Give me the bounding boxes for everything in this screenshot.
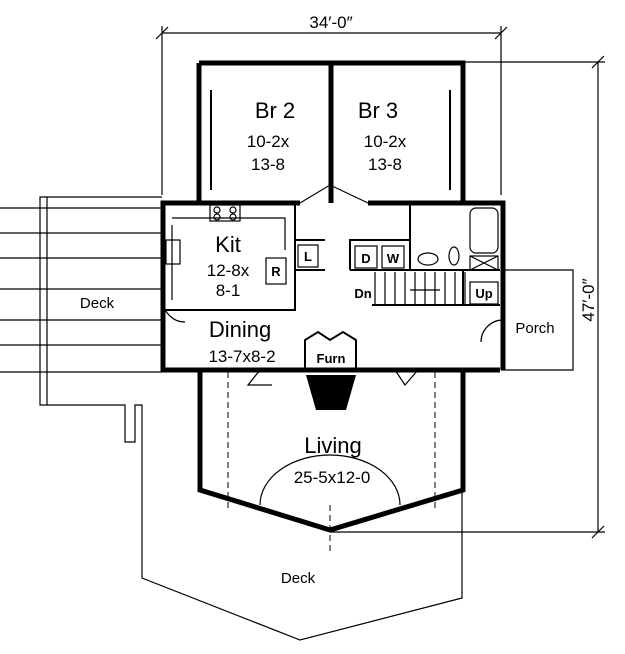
room-dining: Dining 13-7x8-2 <box>208 317 275 366</box>
dryer-label: D <box>361 251 370 266</box>
br2-dim1: 10-2x <box>247 132 290 151</box>
depth-label: 47′-0″ <box>579 278 598 321</box>
br3-dim1: 10-2x <box>364 132 407 151</box>
br2-dim2: 13-8 <box>251 155 285 174</box>
dining-name: Dining <box>209 317 271 342</box>
porch-label: Porch <box>515 320 554 337</box>
depth-dimension: 47′-0″ <box>330 55 605 539</box>
kitchen-name: Kit <box>215 232 241 257</box>
washer-label: W <box>387 251 400 266</box>
br2-name: Br 2 <box>255 98 295 123</box>
kitchen-dim2: 8-1 <box>216 281 241 300</box>
stair-down-label: Dn <box>354 286 371 301</box>
width-label: 34′-0″ <box>309 13 352 32</box>
deck-outlines <box>0 196 574 641</box>
deck-left-label: Deck <box>80 295 115 312</box>
room-br2: Br 2 10-2x 13-8 <box>247 98 295 174</box>
stair-up-label: Up <box>475 286 492 301</box>
furnace-label: Furn <box>317 351 346 366</box>
kitchen-dim1: 12-8x <box>207 261 250 280</box>
living-dim1: 25-5x12-0 <box>294 468 371 487</box>
dining-dim1: 13-7x8-2 <box>208 347 275 366</box>
room-kitchen: Kit 12-8x 8-1 <box>207 232 250 300</box>
deck-bottom-label: Deck <box>281 570 316 587</box>
br3-dim2: 13-8 <box>368 155 402 174</box>
interior-walls <box>162 90 504 555</box>
br3-name: Br 3 <box>358 98 398 123</box>
room-living: Living 25-5x12-0 <box>294 433 371 487</box>
living-name: Living <box>304 433 361 458</box>
width-dimension: 34′-0″ <box>155 13 508 195</box>
laundry-label: L <box>304 249 312 264</box>
fixtures: L R D W Dn Up Furn <box>265 244 499 366</box>
exterior-walls <box>160 60 506 533</box>
room-br3: Br 3 10-2x 13-8 <box>358 98 407 174</box>
refrigerator-label: R <box>271 264 281 279</box>
